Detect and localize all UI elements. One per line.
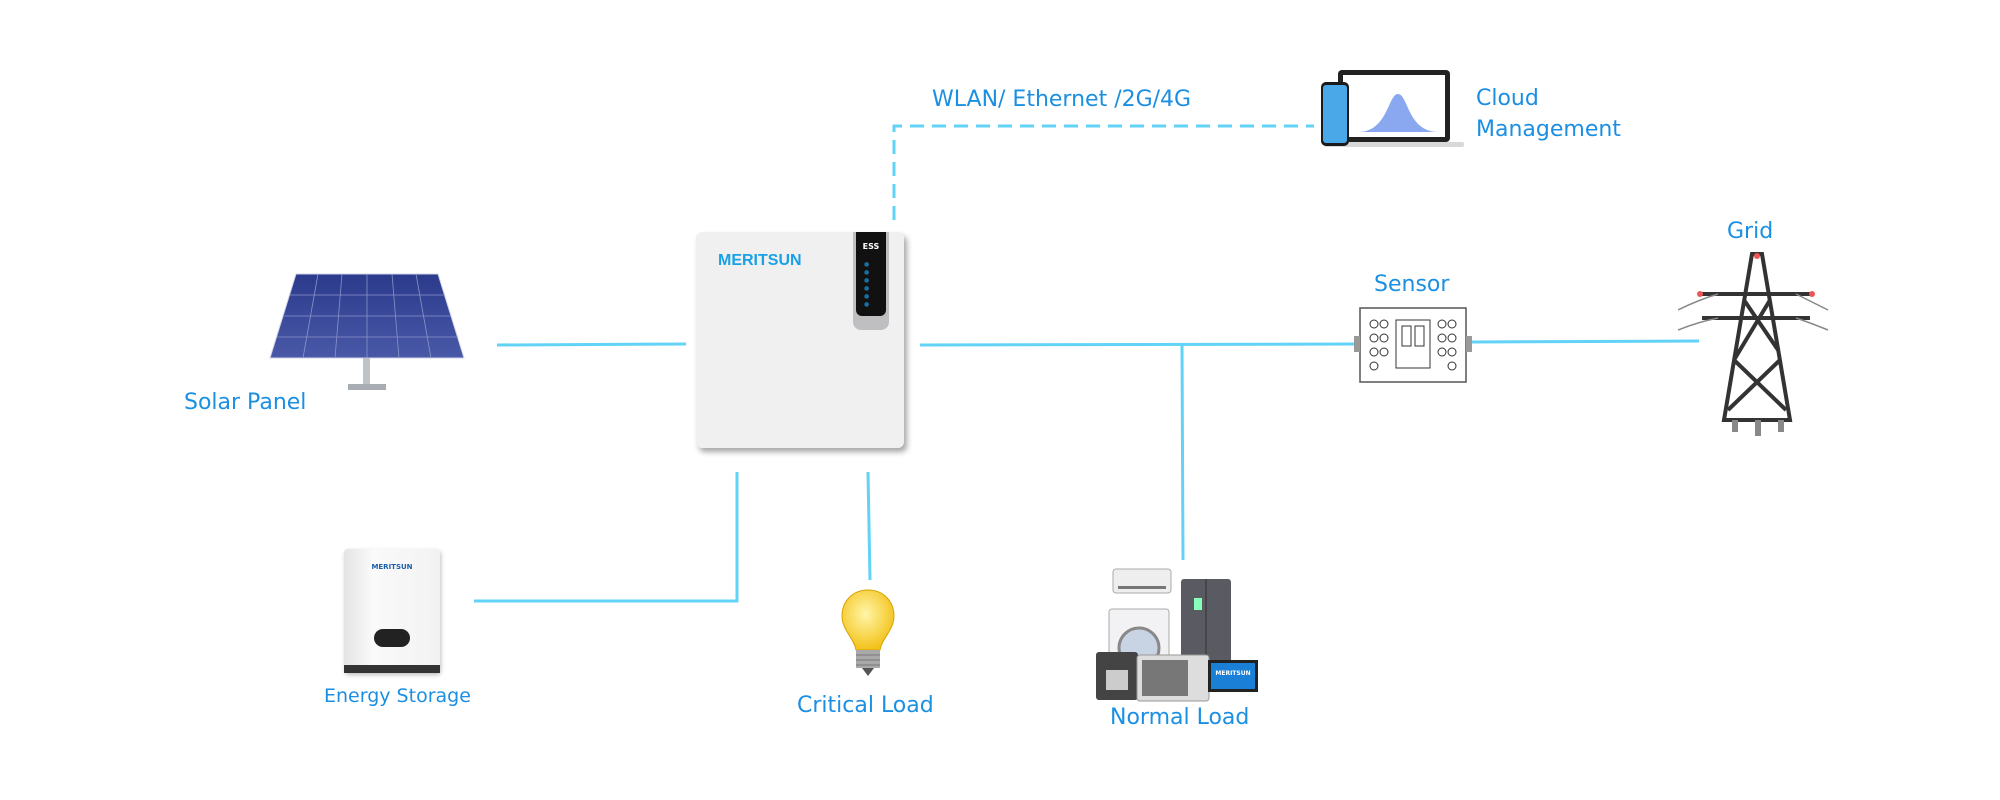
household-appliances: MERITSUN [1094, 568, 1266, 702]
critical-load-label: Critical Load [797, 693, 934, 718]
sensor-meter-icon [1354, 307, 1472, 383]
inverter-led-panel: ESS ●●●●●● [856, 232, 886, 316]
microwave-icon [1136, 654, 1210, 702]
inverter-to-sensor-line [919, 342, 1356, 347]
sensor-to-grid-line [1471, 339, 1700, 344]
energy-storage-battery: MERITSUN [344, 549, 440, 673]
cloud-label-line2: Management [1476, 117, 1621, 142]
normal-load-label: Normal Load [1110, 705, 1250, 730]
critical-load-line [866, 471, 872, 581]
laptop-icon: MERITSUN [1208, 660, 1258, 692]
inverter-panel-label: ESS [862, 242, 880, 251]
energy-storage-label: Energy Storage [324, 685, 471, 707]
cloud-devices-icon [1321, 70, 1464, 147]
battery-terminals [344, 665, 440, 673]
coffee-machine-icon [1096, 652, 1138, 700]
inverter-status-leds: ●●●●●● [864, 261, 870, 308]
battery-display [374, 629, 410, 647]
light-bulb-icon [841, 589, 895, 676]
air-conditioner-icon [1112, 568, 1172, 594]
sensor-label: Sensor [1374, 272, 1450, 297]
solar-to-inverter-line [496, 342, 687, 347]
normal-load-branch-line [1180, 344, 1185, 561]
hybrid-inverter: MERITSUN ESS ●●●●●● [696, 232, 904, 448]
battery-brand: MERITSUN [371, 563, 413, 571]
inverter-display-bezel: ESS ●●●●●● [853, 232, 889, 330]
cloud-label-line1: Cloud [1476, 86, 1539, 111]
solar-panel-label: Solar Panel [184, 390, 307, 415]
storage-to-inverter-line [474, 472, 739, 603]
cloud-dashed-line [892, 124, 1314, 220]
communication-label: WLAN/ Ethernet /2G/4G [932, 87, 1192, 112]
grid-label: Grid [1727, 219, 1774, 244]
solar-panel-icon [269, 273, 465, 390]
power-tower-icon [1678, 252, 1829, 436]
inverter-brand: MERITSUN [718, 252, 802, 269]
